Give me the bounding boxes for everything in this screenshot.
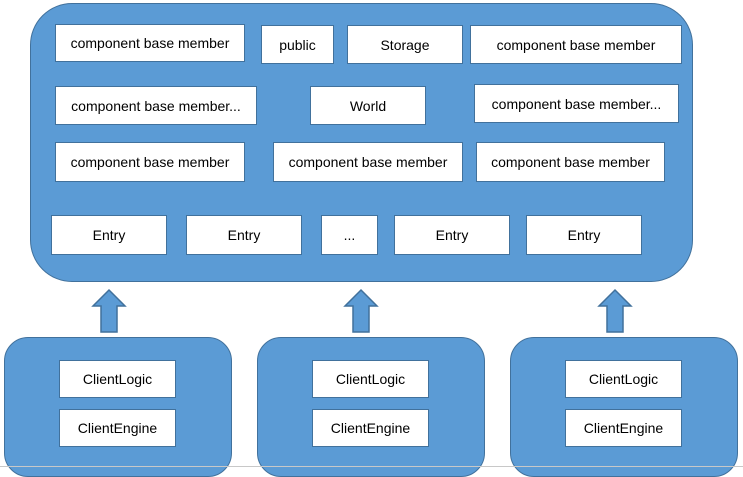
entry-box: Entry: [394, 215, 510, 255]
component-box: component base member...: [474, 84, 679, 123]
bottom-divider: [0, 466, 743, 467]
up-arrow-icon: [597, 288, 633, 333]
client-engine-box: ClientEngine: [312, 409, 429, 447]
up-arrow-icon: [91, 288, 127, 333]
component-box: component base member: [470, 25, 682, 64]
up-arrow-icon: [343, 288, 379, 333]
component-box: component base member: [273, 142, 463, 182]
entry-box: Entry: [51, 215, 167, 255]
storage-box: Storage: [347, 25, 463, 64]
world-box: World: [310, 86, 426, 125]
component-box: component base member: [476, 142, 665, 182]
client-logic-box: ClientLogic: [59, 360, 176, 398]
component-box: component base member...: [55, 86, 257, 125]
client-panel: [510, 337, 738, 477]
client-engine-box: ClientEngine: [59, 409, 176, 447]
client-panel: [4, 337, 232, 477]
client-logic-box: ClientLogic: [565, 360, 682, 398]
entry-box: Entry: [526, 215, 642, 255]
client-panel: [257, 337, 485, 477]
client-logic-box: ClientLogic: [312, 360, 429, 398]
component-box: component base member: [55, 24, 245, 62]
entry-box: Entry: [186, 215, 302, 255]
entry-ellipsis-box: ...: [321, 215, 378, 255]
component-box: component base member: [55, 142, 245, 182]
client-engine-box: ClientEngine: [565, 409, 682, 447]
public-box: public: [261, 25, 334, 64]
